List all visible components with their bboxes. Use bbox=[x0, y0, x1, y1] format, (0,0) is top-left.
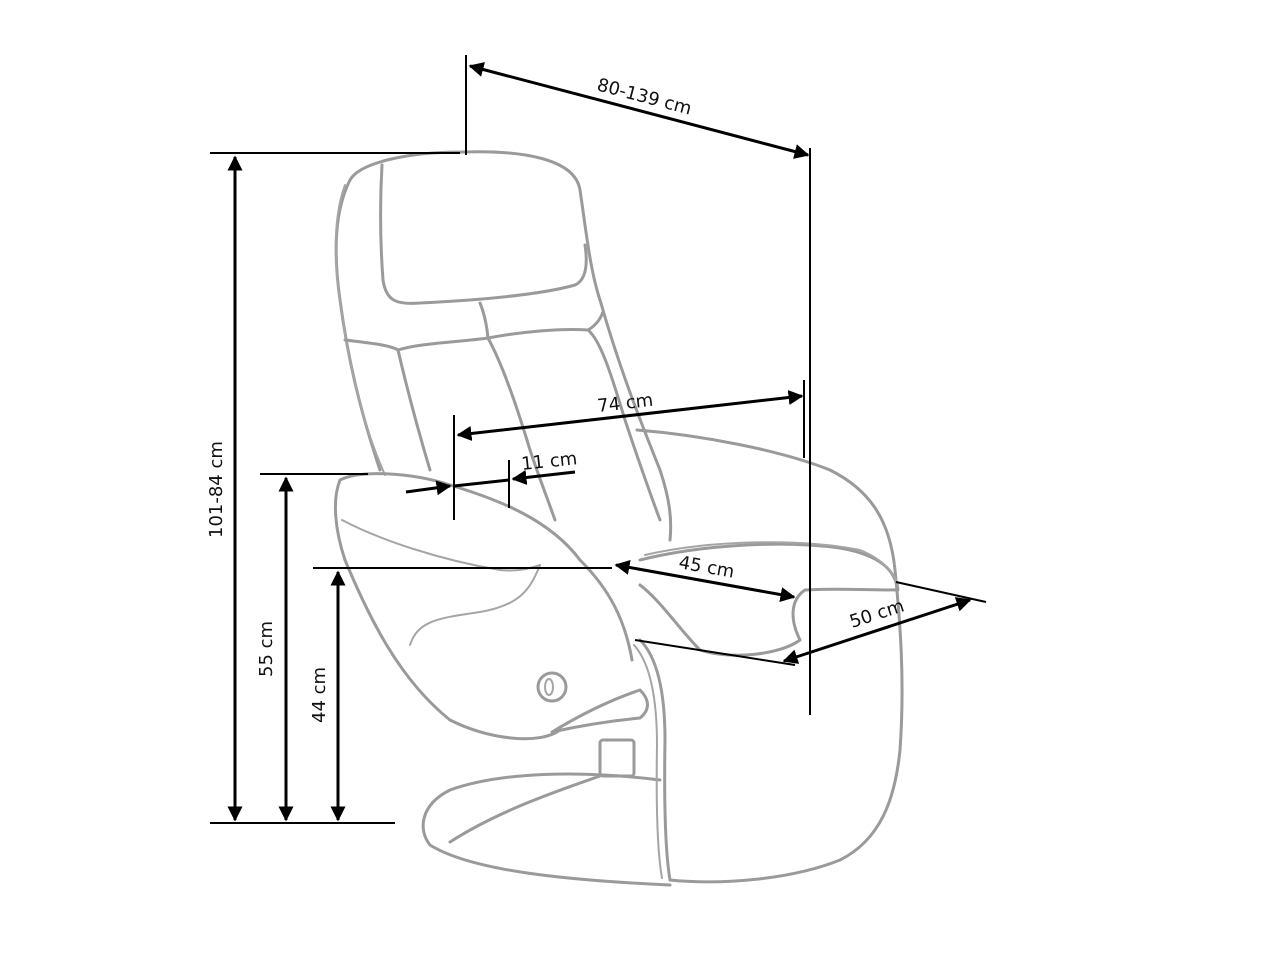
dimension-backrest-width: 74 cm bbox=[453, 380, 805, 520]
dimension-seat-height: 44 cm bbox=[309, 567, 612, 822]
armrest-width-label: 11 cm bbox=[520, 448, 578, 475]
chair-illustration bbox=[333, 150, 904, 887]
side-panel-right bbox=[635, 428, 904, 884]
recline-lever bbox=[550, 688, 649, 734]
armrest-left bbox=[333, 472, 634, 741]
control-knob-icon bbox=[536, 671, 568, 703]
swivel-base bbox=[421, 772, 672, 887]
back-cushion-left bbox=[343, 336, 490, 472]
seat-height-label: 44 cm bbox=[309, 667, 330, 723]
headrest-cushion bbox=[379, 163, 588, 305]
seat-width-label: 50 cm bbox=[847, 595, 907, 632]
back-cushion-right bbox=[478, 301, 662, 522]
dimension-armrest-height: 55 cm bbox=[256, 473, 368, 822]
dimension-height: 101-84 cm bbox=[206, 152, 460, 824]
height-label: 101-84 cm bbox=[206, 441, 227, 538]
front-side-panel bbox=[638, 638, 672, 882]
armrest-height-label: 55 cm bbox=[256, 621, 277, 677]
swivel-column bbox=[598, 738, 636, 778]
